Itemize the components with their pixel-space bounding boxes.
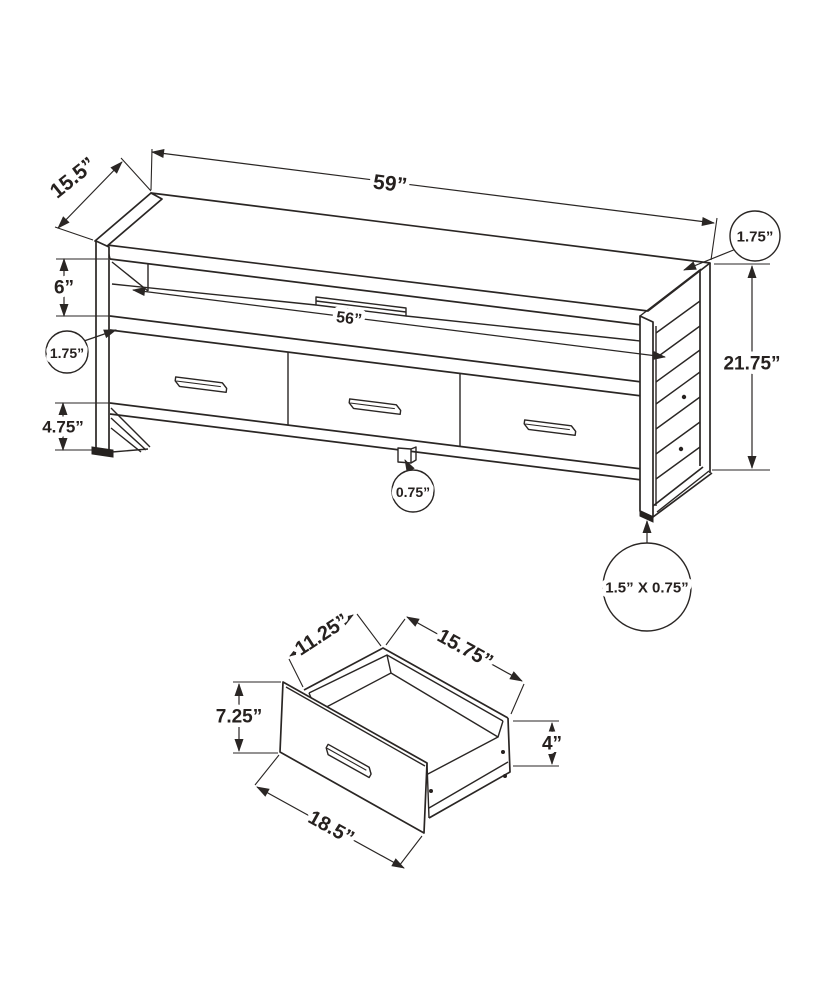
callout-circle — [729, 210, 781, 262]
callout-frame-tube: 1.5” X 0.75” — [601, 520, 693, 632]
foot-size-label: 0.75” — [396, 484, 430, 500]
screw-hole — [429, 789, 433, 793]
screw-hole — [501, 750, 505, 754]
cavity-interior-corner — [111, 261, 149, 292]
dimension-inner-width: 56” — [132, 287, 666, 360]
tv-stand-drawing: 59” 15.5” 6” 56” 4.75” 21.7 — [38, 148, 785, 632]
drawer-inner-rim — [308, 654, 504, 722]
right-frame-back-post — [699, 263, 711, 473]
dimension-open-shelf-height: 6” — [49, 258, 112, 317]
cam-lock-hole — [681, 394, 687, 400]
drawer-handle-3 — [522, 419, 577, 437]
right-frame-bottom-rail — [652, 466, 713, 518]
left-frame-post — [95, 240, 110, 452]
callout-circle — [391, 469, 435, 513]
dimension-drawer-front-height: 7.25” — [211, 681, 281, 754]
depth-dimension-label: 15.5” — [46, 153, 100, 203]
drawer-side-height-label: 4” — [542, 734, 562, 755]
drawer-front-height-label: 7.25” — [216, 707, 262, 728]
height-dimension-label: 21.75” — [723, 354, 780, 375]
screw-hole — [503, 774, 507, 778]
cam-lock-hole — [678, 446, 684, 452]
drawer-drawing: 11.25” 15.75” 7.25” 4” 18.5” — [211, 605, 567, 869]
right-frame-foot — [639, 510, 654, 523]
callout-shelf-thickness: 1.75” — [45, 329, 117, 374]
leg-clearance-label: 4.75” — [42, 418, 84, 437]
right-side-panel-slats — [655, 300, 701, 480]
frame-tube-label: 1.5” X 0.75” — [605, 580, 688, 597]
callout-top-thickness: 1.75” — [683, 210, 781, 271]
top-thickness-label: 1.75” — [737, 229, 774, 246]
callout-circle — [602, 542, 692, 632]
drawer-right-wall — [428, 717, 511, 819]
drawer-handle-2 — [347, 398, 402, 416]
left-corner-gusset — [110, 407, 151, 453]
drawer-outer-rim — [303, 647, 509, 719]
shelf-thickness-label: 1.75” — [50, 345, 84, 361]
inner-width-label: 56” — [335, 309, 363, 329]
callout-foot-size: 0.75” — [391, 446, 435, 513]
center-foot — [397, 447, 412, 464]
right-frame-post — [639, 315, 654, 518]
dimension-drawer-inner-depth: 11.25” — [287, 605, 382, 688]
drawer-handle-1 — [173, 376, 228, 394]
dimension-drawer-side-height: 4” — [513, 720, 567, 767]
drawer-inner-depth-label: 11.25” — [291, 610, 352, 661]
callout-circle — [45, 330, 89, 374]
dimension-leg-clearance: 4.75” — [38, 402, 110, 451]
width-dimension-label: 59” — [372, 170, 408, 197]
drawer-inner-width-label: 15.75” — [433, 625, 496, 673]
dimension-height: 21.75” — [712, 263, 785, 471]
drawer-front-width-label: 18.5” — [304, 807, 357, 850]
bottom-board — [109, 402, 651, 482]
open-shelf-height-label: 6” — [54, 278, 74, 299]
